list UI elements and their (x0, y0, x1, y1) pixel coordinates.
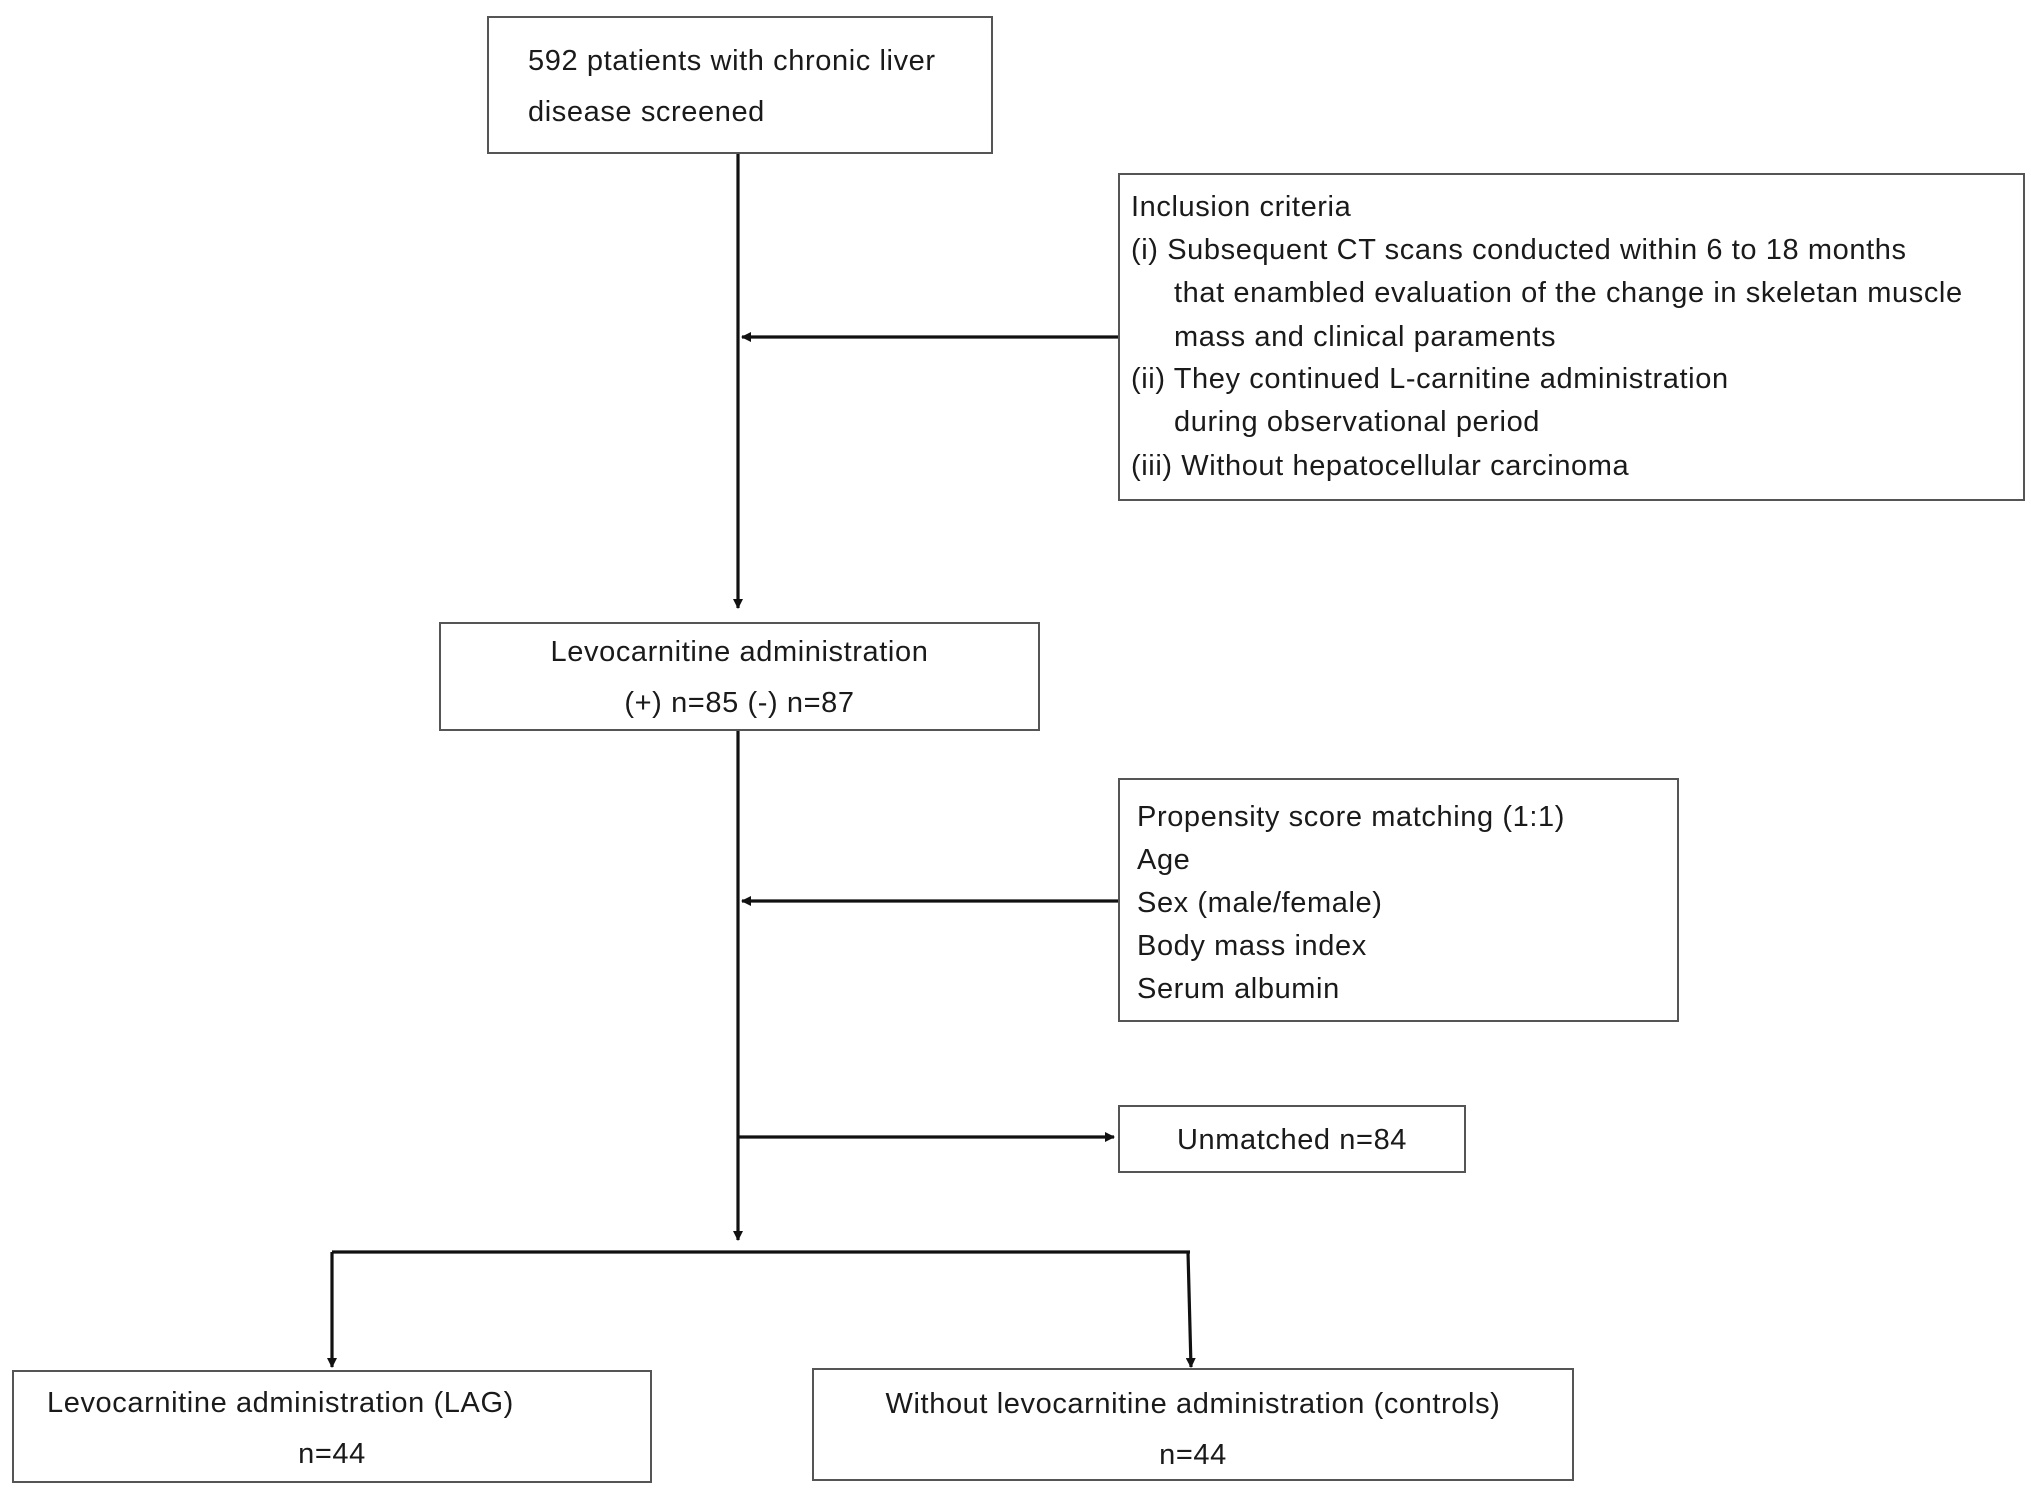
screened-line-2: disease screened (528, 96, 765, 128)
matching-albumin: Serum albumin (1137, 973, 1340, 1005)
lag-group-title: Levocarnitine administration (LAG) (47, 1387, 514, 1419)
propensity-matching-box: Propensity score matching (1:1) Age Sex … (1118, 778, 1679, 1022)
inclusion-criterion-i-cont-1: that enambled evaluation of the change i… (1174, 277, 1963, 309)
matching-bmi: Body mass index (1137, 930, 1367, 962)
administration-box: Levocarnitine administration (+) n=85 (-… (439, 622, 1040, 731)
inclusion-criterion-iii: (iii) Without hepatocellular carcinoma (1131, 450, 1630, 482)
matching-sex: Sex (male/female) (1137, 887, 1383, 919)
lag-group-box: Levocarnitine administration (LAG) n=44 (12, 1370, 652, 1483)
inclusion-criterion-ii: (ii) They continued L-carnitine administ… (1131, 363, 1729, 395)
inclusion-criteria-box: Inclusion criteria (i) Subsequent CT sca… (1118, 173, 2025, 501)
matching-age: Age (1137, 844, 1191, 876)
administration-title: Levocarnitine administration (550, 636, 929, 668)
controls-group-title: Without levocarnitine administration (co… (885, 1388, 1501, 1420)
screened-line-1: 592 ptatients with chronic liver (528, 45, 936, 77)
lag-group-count: n=44 (298, 1438, 366, 1470)
controls-group-count: n=44 (1159, 1439, 1227, 1471)
unmatched-label: Unmatched n=84 (1176, 1124, 1408, 1156)
controls-group-box: Without levocarnitine administration (co… (812, 1368, 1574, 1481)
matching-title: Propensity score matching (1:1) (1137, 801, 1565, 833)
inclusion-criterion-i: (i) Subsequent CT scans conducted within… (1131, 234, 1907, 266)
unmatched-box: Unmatched n=84 (1118, 1105, 1466, 1173)
administration-counts: (+) n=85 (-) n=87 (624, 687, 855, 719)
inclusion-criterion-ii-cont: during observational period (1174, 406, 1541, 438)
split-right-drop (1185, 1251, 1196, 1368)
inclusion-criterion-i-cont-2: mass and clinical paraments (1174, 321, 1557, 353)
screened-patients-box: 592 ptatients with chronic liver disease… (487, 16, 993, 154)
inclusion-title: Inclusion criteria (1131, 191, 1352, 223)
